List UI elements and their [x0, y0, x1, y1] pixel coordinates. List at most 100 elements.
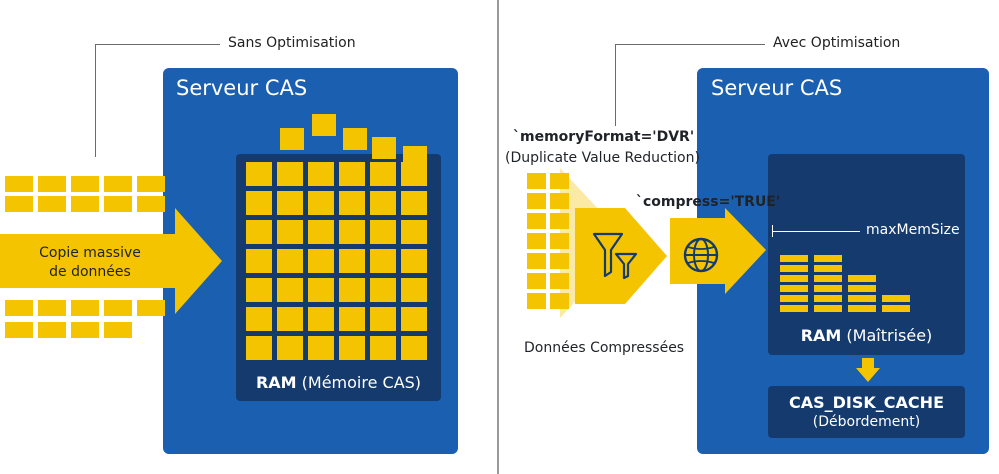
ram-stack-bar: [780, 275, 808, 282]
ram-stack-bar: [780, 305, 808, 312]
ram-stack-bar: [848, 305, 876, 312]
left-title: Sans Optimisation: [228, 35, 356, 51]
ram-block: [277, 307, 303, 331]
ram-block: [401, 307, 427, 331]
ram-block: [277, 162, 303, 186]
overflow-block: [280, 128, 304, 150]
compressed-block: [527, 193, 546, 209]
ram-stack-bar: [780, 255, 808, 262]
data-block: [137, 300, 165, 316]
ram-stack-bar: [814, 255, 842, 262]
ram-stack-bar: [848, 275, 876, 282]
compressed-block: [550, 293, 569, 309]
ram-block: [339, 336, 365, 360]
ram-block: [370, 191, 396, 215]
compressed-block: [550, 253, 569, 269]
disk-cache-title: CAS_DISK_CACHE: [789, 393, 944, 412]
ram-block: [308, 278, 334, 302]
data-block: [38, 196, 66, 212]
data-block: [71, 300, 99, 316]
ram-stack-bar: [882, 295, 910, 302]
ram-block: [339, 162, 365, 186]
ram-block: [308, 162, 334, 186]
ram-block: [370, 162, 396, 186]
compressed-block: [550, 213, 569, 229]
ram-block: [246, 307, 272, 331]
ram-block: [246, 220, 272, 244]
ram-block: [246, 336, 272, 360]
ram-block: [401, 249, 427, 273]
compressed-block: [527, 273, 546, 289]
ram-block: [401, 278, 427, 302]
filter-arrow-shape: [575, 208, 667, 304]
max-mem-line: [772, 231, 860, 232]
left-ram-label: RAM (Mémoire CAS): [236, 373, 441, 392]
ram-block: [339, 249, 365, 273]
data-block: [38, 176, 66, 192]
data-block: [38, 322, 66, 338]
memory-format-desc: (Duplicate Value Reduction): [505, 150, 700, 166]
ram-block: [308, 220, 334, 244]
ram-block: [246, 249, 272, 273]
left-arrow-shape: [0, 208, 222, 314]
data-block: [137, 176, 165, 192]
data-block: [71, 176, 99, 192]
panel-divider: [497, 0, 499, 474]
ram-stack-bar: [814, 305, 842, 312]
ram-block: [308, 191, 334, 215]
ram-block: [401, 220, 427, 244]
left-arrow-label-line2: de données: [49, 264, 131, 280]
ram-block: [277, 336, 303, 360]
left-arrow-label-line1: Copie massive: [39, 245, 141, 261]
ram-block: [308, 307, 334, 331]
data-block: [38, 300, 66, 316]
ram-block: [246, 278, 272, 302]
data-block: [71, 322, 99, 338]
ram-block: [401, 336, 427, 360]
data-block: [104, 322, 132, 338]
data-block: [5, 196, 33, 212]
left-server-title: Serveur CAS: [176, 76, 308, 100]
data-block: [104, 196, 132, 212]
data-block: [71, 196, 99, 212]
filter-arrow: [575, 208, 667, 304]
right-title: Avec Optimisation: [773, 35, 901, 51]
ram-block: [308, 249, 334, 273]
data-block: [104, 300, 132, 316]
compressed-block: [527, 213, 546, 229]
left-ram-label-rest: (Mémoire CAS): [296, 373, 422, 392]
left-arrow-label: Copie massive de données: [0, 244, 180, 282]
ram-block: [370, 278, 396, 302]
compress-label: `compress='TRUE': [636, 194, 781, 210]
data-block: [5, 300, 33, 316]
ram-block: [277, 249, 303, 273]
right-ram-label-rest: (Maîtrisée): [841, 326, 933, 345]
right-ram-label: RAM (Maîtrisée): [768, 326, 965, 345]
ram-stack-bar: [814, 285, 842, 292]
ram-stack-bar: [814, 275, 842, 282]
memory-format-label: `memoryFormat='DVR': [513, 129, 695, 145]
ram-stack-bar: [780, 285, 808, 292]
overflow-block: [403, 146, 427, 168]
ram-block: [339, 191, 365, 215]
ram-block: [246, 191, 272, 215]
disk-cache-box: CAS_DISK_CACHE (Débordement): [768, 386, 965, 438]
max-mem-label: maxMemSize: [866, 222, 960, 238]
overflow-block: [312, 114, 336, 136]
compressed-block: [550, 173, 569, 189]
ram-block: [277, 191, 303, 215]
ram-block: [308, 336, 334, 360]
ram-block: [246, 162, 272, 186]
overflow-block: [372, 137, 396, 159]
ram-block: [370, 249, 396, 273]
data-block: [137, 196, 165, 212]
compress-arrow: [670, 208, 766, 294]
right-ram-box: [768, 154, 965, 355]
filter-icon: [592, 232, 638, 280]
ram-block: [339, 278, 365, 302]
compressed-block: [550, 193, 569, 209]
ram-block: [370, 220, 396, 244]
ram-block: [339, 307, 365, 331]
compress-arrow-shape: [670, 208, 766, 294]
globe-icon: [683, 237, 719, 273]
